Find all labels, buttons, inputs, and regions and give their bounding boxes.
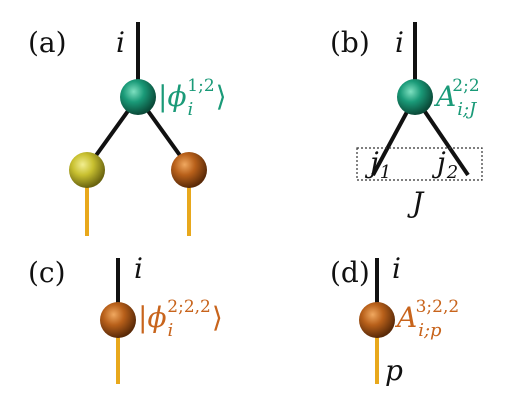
panel-c-ket-open: | <box>138 301 147 334</box>
panel-a: (a) i |ϕi1;2⟩ <box>28 22 227 236</box>
panel-b-j1-sub: 1 <box>380 162 391 183</box>
panel-a-orange-node <box>171 152 207 188</box>
panel-a-ket-symbol: ϕ <box>167 80 186 113</box>
panel-c-ket-close: ⟩ <box>212 301 223 334</box>
panel-b-group-box <box>356 147 483 181</box>
panel-a-ket-close: ⟩ <box>216 80 227 113</box>
panel-b-leg-index: i <box>395 26 404 59</box>
panel-a-leg-index: i <box>116 26 125 59</box>
panel-d-leg-index: i <box>392 252 401 285</box>
panel-b-j1-symbol: j <box>364 146 379 179</box>
panel-b-group-label: J <box>407 186 425 219</box>
panel-b-green-node <box>397 79 433 115</box>
panel-c-orange-node <box>100 302 136 338</box>
panel-a-ket-open: | <box>158 80 167 113</box>
panel-d: (d) i Ai;p 3;2,2 p <box>330 252 459 387</box>
panel-b-label: (b) <box>330 26 370 59</box>
panel-b-tensor-symbol: A <box>433 80 456 113</box>
panel-d-tensor: Ai;p 3;2,2 <box>394 297 459 341</box>
panel-c-ket-sup: 2;2,2 <box>167 297 211 317</box>
panel-d-tensor-sub: i;p <box>418 320 442 341</box>
panel-d-orange-node <box>359 302 395 338</box>
panel-c-label: (c) <box>28 256 66 289</box>
panel-a-label: (a) <box>28 26 67 59</box>
panel-a-yellow-node <box>69 152 105 188</box>
panel-c-ket-symbol: ϕ <box>147 301 166 334</box>
panel-c-ket-sub: i <box>168 320 174 341</box>
panel-d-tensor-symbol: A <box>394 301 417 334</box>
panel-c-ket: |ϕi 2;2,2⟩ <box>138 297 223 341</box>
panel-a-green-node <box>120 79 156 115</box>
panel-c: (c) i |ϕi 2;2,2⟩ <box>28 252 223 384</box>
panel-b-tensor-sub: i;J <box>457 99 478 120</box>
panel-b-tensor-sup: 2;2 <box>452 76 479 96</box>
panel-c-leg-index: i <box>134 252 143 285</box>
panel-d-tensor-sup: 3;2,2 <box>416 297 460 317</box>
panel-a-ket-sup: 1;2 <box>187 76 214 96</box>
panel-b-j2-symbol: j <box>431 146 446 179</box>
panel-a-ket-sub: i <box>188 99 194 120</box>
panel-b-j2-sub: 2 <box>446 162 458 183</box>
panel-d-label: (d) <box>330 256 370 289</box>
panel-b: (b) i Ai;J2;2 j1 j2 J <box>330 22 483 219</box>
panel-d-physical-index: p <box>385 354 403 387</box>
panel-b-tensor: Ai;J 2;2 <box>433 76 480 120</box>
panel-a-ket: |ϕi 1;2⟩ <box>158 76 227 120</box>
